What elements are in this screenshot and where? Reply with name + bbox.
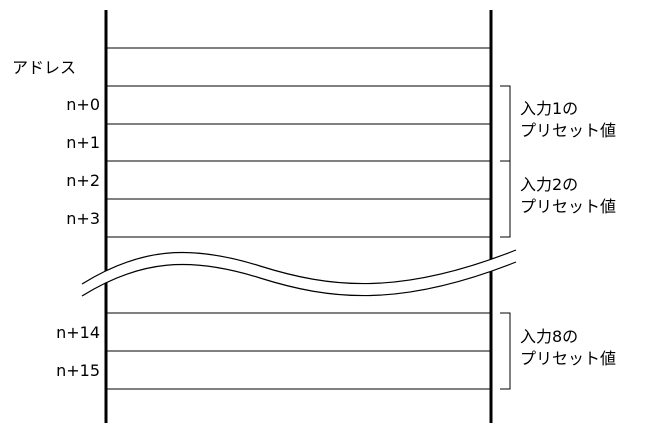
group-bracket	[500, 160, 511, 238]
address-label: n+1	[66, 133, 100, 152]
address-label: n+0	[66, 95, 100, 114]
break-wave-top	[81, 249, 517, 285]
group-label-line1: 入力2の	[520, 175, 579, 194]
address-label: n+2	[66, 171, 100, 190]
group-label-line2: プリセット値	[520, 349, 617, 368]
group-label-line1: 入力8の	[520, 327, 579, 346]
group-bracket	[500, 85, 511, 162]
address-label: n+3	[66, 209, 100, 228]
group-bracket	[500, 312, 511, 390]
group-label-line2: プリセット値	[520, 197, 617, 216]
break-mark-white	[82, 250, 516, 296]
address-header: アドレス	[12, 58, 77, 77]
address-label: n+14	[56, 323, 100, 342]
break-wave-bottom	[81, 261, 517, 297]
group-label-line2: プリセット値	[520, 121, 617, 140]
address-label: n+15	[56, 361, 100, 380]
group-label-line1: 入力1の	[520, 99, 579, 118]
